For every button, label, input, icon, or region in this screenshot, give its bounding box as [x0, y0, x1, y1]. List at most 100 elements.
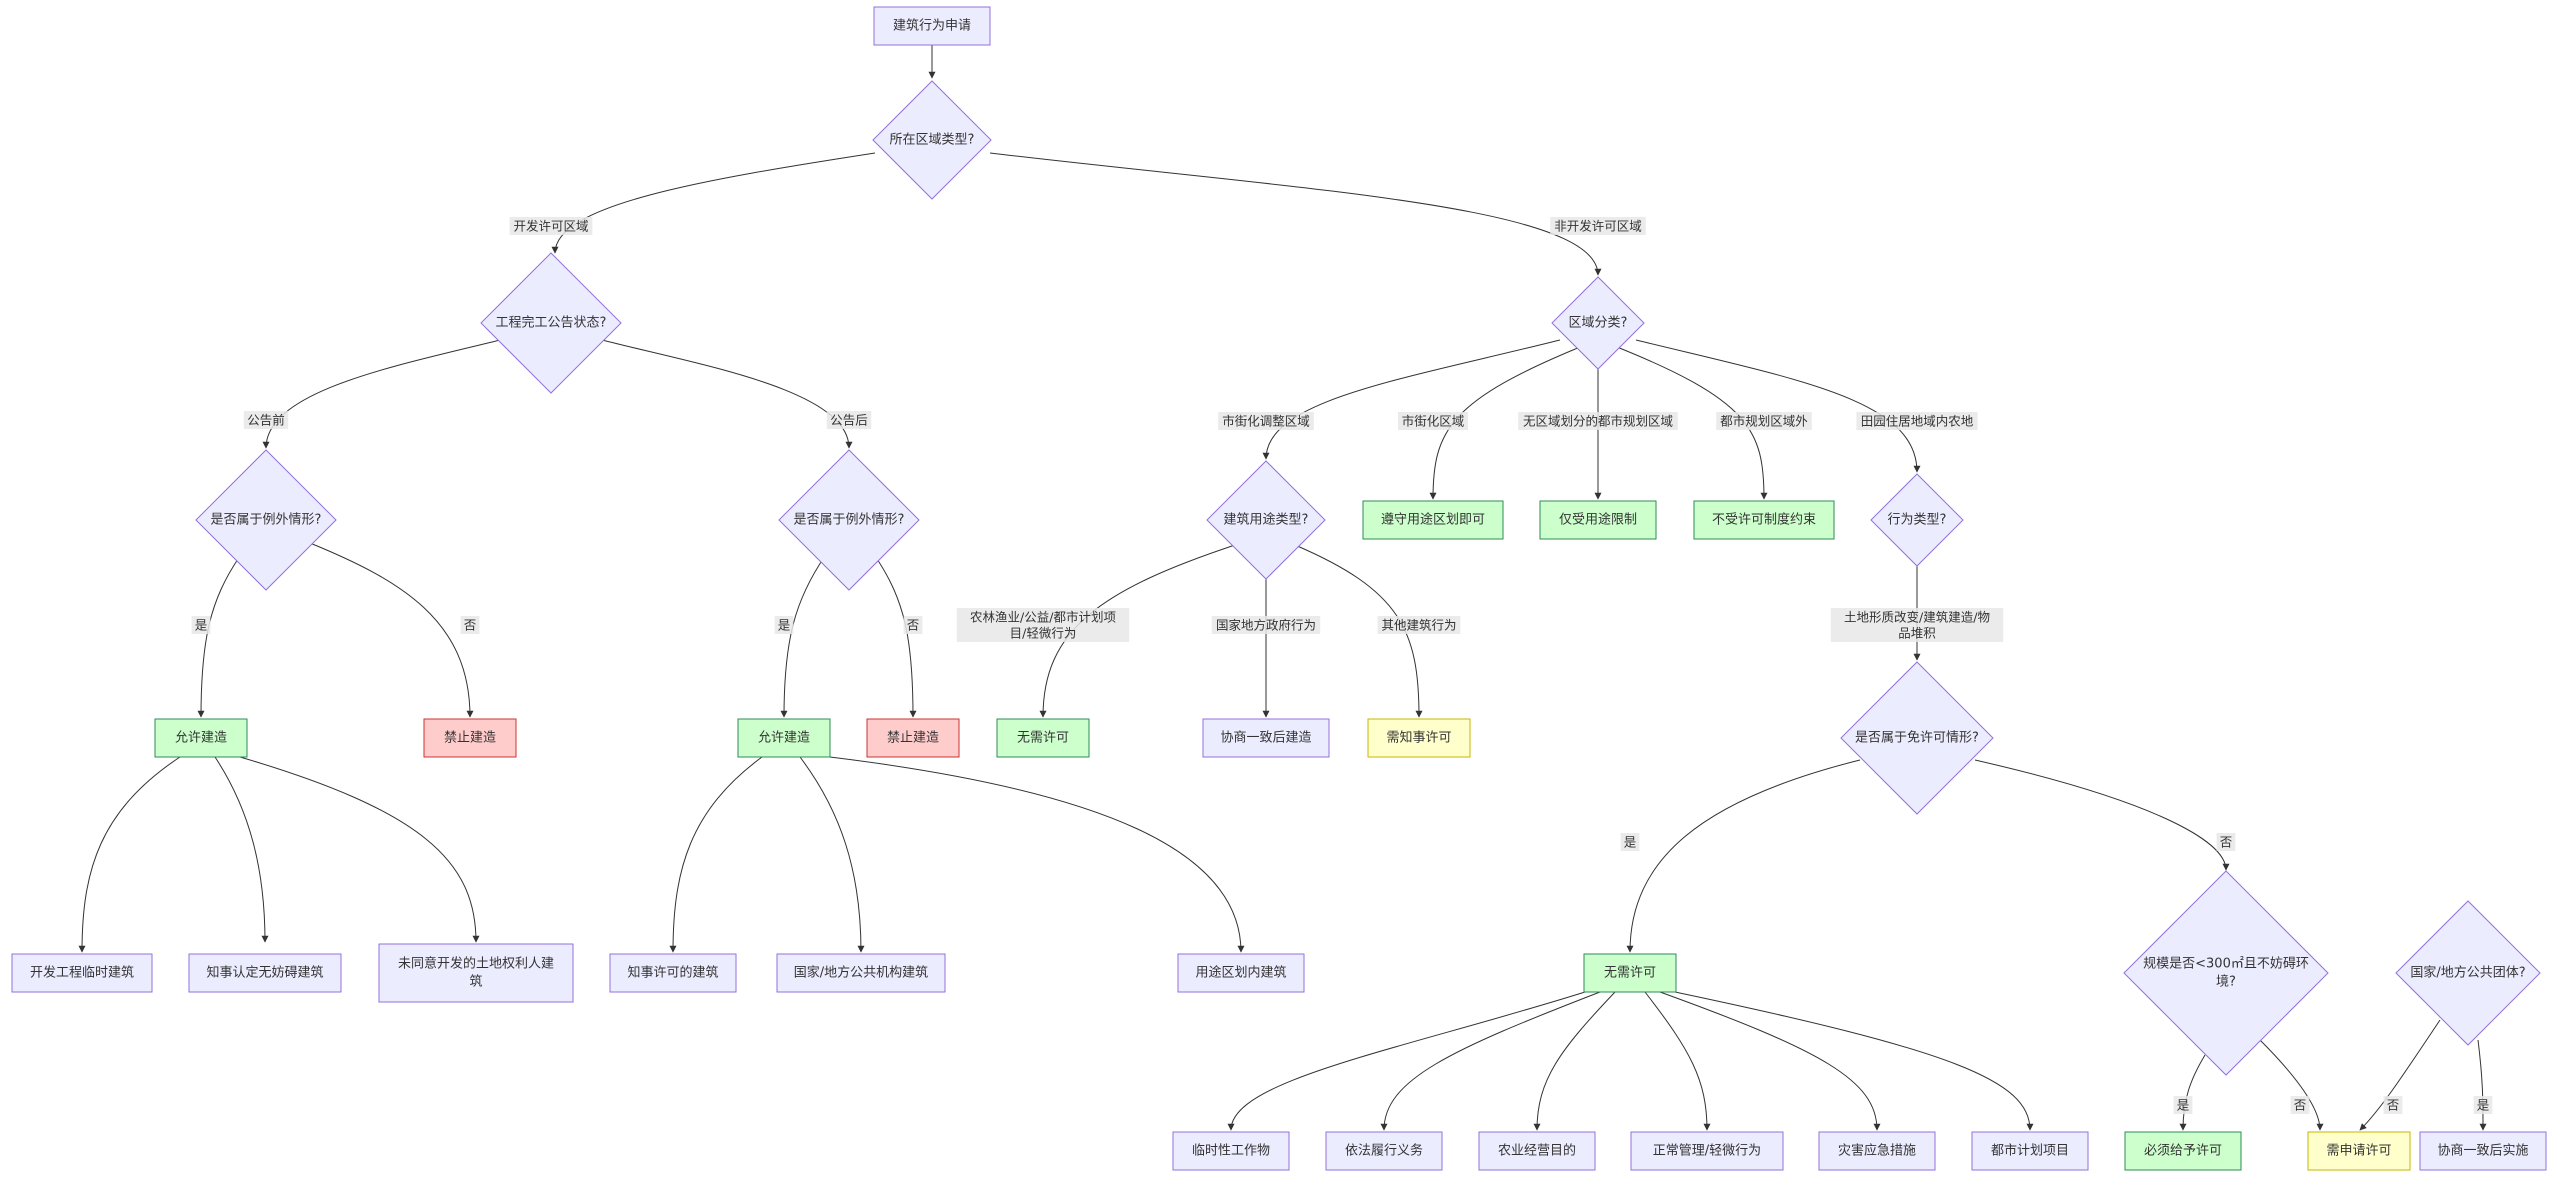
edge-label-no-5: 否: [2383, 1096, 2403, 1114]
edge-label-bg: [1550, 217, 1646, 235]
node-label: 临时性工作物: [1192, 1144, 1270, 1159]
node-box: [1693, 500, 1835, 540]
node-box: [1630, 1131, 1784, 1171]
edge-16: [1262, 339, 1561, 460]
decision-diamond: [1206, 460, 1326, 580]
decision-diamond: [778, 449, 920, 591]
edge-34: [2259, 1039, 2324, 1131]
edge-label-text: 否: [907, 618, 920, 633]
edge-label-text: 无区域划分的都市规划区域: [1523, 414, 1673, 429]
edge-label-text: 否: [2220, 835, 2233, 850]
node-box: [737, 718, 831, 758]
node-exempt-case: 是否属于免许可情形?: [1840, 661, 1994, 815]
edge-label-text: 否: [2294, 1098, 2307, 1113]
edge-label-text: 都市规划区域外: [1720, 414, 1808, 429]
edge-label-yes-1: 是: [191, 616, 211, 634]
edge-label-bg: [1377, 616, 1461, 634]
node-label: 允许建造: [758, 730, 810, 746]
node-zone-building: 用途区划内建筑: [1177, 953, 1305, 993]
edge-6: [197, 555, 241, 718]
edge-label-unzoned-city-plan: 无区域划分的都市规划区域: [1518, 412, 1678, 430]
edge-13: [669, 756, 763, 953]
edge-label-yes-4: 是: [2173, 1096, 2193, 1114]
node-box: [1583, 953, 1677, 993]
edge-20: [1635, 339, 1921, 473]
node-consult-then-build: 协商一致后建造: [1202, 718, 1330, 758]
edge-label-bg: [243, 411, 289, 429]
node-box: [1325, 1131, 1443, 1171]
edge-label-bg: [2173, 1096, 2193, 1114]
edges: [78, 45, 2487, 1131]
edge-2: [551, 152, 876, 254]
edge-label-bg: [509, 217, 593, 235]
decision-diamond: [480, 252, 622, 394]
edge-label-text-line-1: 农林渔业/公益/都市计划项: [970, 610, 1116, 625]
node-label: 仅受用途限制: [1559, 512, 1637, 528]
node-exception-after: 是否属于例外情形?: [778, 449, 920, 591]
edge-label-bg: [2216, 833, 2236, 851]
node-label-line-2: 筑: [469, 974, 482, 990]
edge-label-bg: [460, 616, 480, 634]
edge-label-text: 是: [2177, 1098, 2190, 1113]
node-temp-building: 开发工程临时建筑: [11, 953, 153, 993]
decision-diamond: [2395, 900, 2541, 1046]
decision-diamond: [1840, 661, 1994, 815]
node-label-line-2: 境?: [2216, 975, 2236, 990]
edge-29: [1533, 991, 1616, 1131]
edge-35: [2359, 1019, 2441, 1131]
node-region-type: 所在区域类型?: [872, 80, 992, 200]
edge-label-bg: [2383, 1096, 2403, 1114]
edge-30: [1644, 991, 1711, 1131]
node-box: [378, 943, 574, 1003]
edge-label-no-2: 否: [903, 616, 923, 634]
edge-label-bg: [191, 616, 211, 634]
edge-label-text: 市街化区域: [1402, 414, 1465, 429]
edge-label-bg: [774, 616, 794, 634]
node-label: 无需许可: [1604, 966, 1656, 981]
edge-labels: 开发许可区域非开发许可区域公告前公告后是否是否市街化调整区域市街化区域无区域划分…: [191, 217, 2493, 1114]
node-building-use-type: 建筑用途类型?: [1206, 460, 1326, 580]
edge-label-yes-5: 是: [2473, 1096, 2493, 1114]
node-public-body: 国家/地方公共团体?: [2395, 900, 2541, 1046]
edge-10: [78, 756, 181, 953]
edge-label-outside-city-plan: 都市规划区域外: [1716, 412, 1812, 430]
node-label: 是否属于免许可情形?: [1855, 731, 1979, 746]
node-must-grant: 必须给予许可: [2124, 1131, 2242, 1171]
edge-label-text: 公告前: [247, 413, 285, 428]
node-box: [423, 718, 517, 758]
edge-label-text: 是: [1624, 835, 1637, 850]
node-box: [188, 953, 342, 993]
edge-label-other-building: 其他建筑行为: [1377, 616, 1461, 634]
edge-11: [214, 756, 269, 943]
edge-label-bg: [1620, 833, 1640, 851]
edge-label-text: 是: [195, 618, 208, 633]
edge-label-yes-2: 是: [774, 616, 794, 634]
node-label: 遵守用途区划即可: [1381, 512, 1485, 528]
edge-label-gov-action: 国家地方政府行为: [1211, 616, 1321, 634]
edge-label-text-line-2: 品堆积: [1898, 626, 1936, 641]
edge-7: [309, 542, 474, 718]
edge-label-text: 田园住居地域内农地: [1861, 414, 1974, 429]
node-label-line-1: 未同意开发的土地权利人建: [398, 956, 554, 972]
nodes: 建筑行为申请所在区域类型?工程完工公告状态?是否属于例外情形?是否属于例外情形?…: [11, 6, 2547, 1171]
node-label: 开发工程临时建筑: [30, 965, 134, 981]
node-label: 是否属于例外情形?: [794, 513, 905, 528]
node-label: 区域分类?: [1569, 316, 1628, 331]
edge-label-urbanized-area: 市街化区域: [1398, 412, 1468, 430]
node-temporary-structure: 临时性工作物: [1172, 1131, 1290, 1171]
decision-diamond: [2123, 870, 2329, 1076]
node-box: [1539, 500, 1657, 540]
edge-label-no-3: 否: [2216, 833, 2236, 851]
edge-label-before-notice: 公告前: [243, 411, 289, 429]
node-label: 协商一致后实施: [2437, 1144, 2528, 1159]
edge-14: [799, 756, 865, 953]
node-governor-recognized: 知事认定无妨碍建筑: [188, 953, 342, 993]
edge-label-text-line-2: 目/轻微行为: [1010, 626, 1077, 641]
node-label: 行为类型?: [1888, 513, 1947, 528]
node-label: 建筑用途类型?: [1224, 512, 1309, 528]
node-label: 国家/地方公共机构建筑: [794, 965, 928, 981]
edge-label-bg: [956, 608, 1130, 642]
